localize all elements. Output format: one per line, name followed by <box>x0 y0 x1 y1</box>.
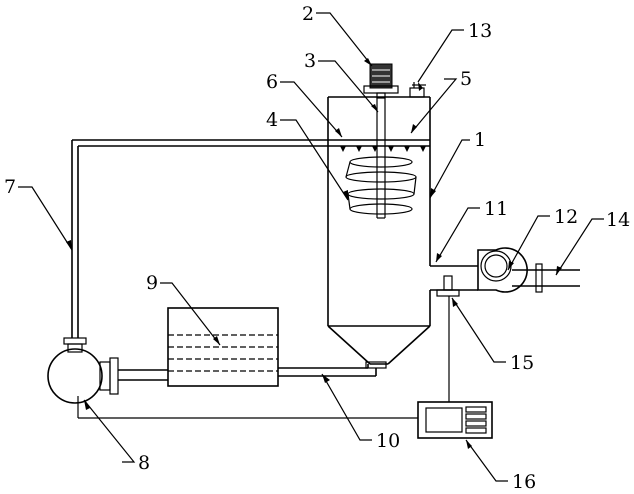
water-tank <box>167 307 279 387</box>
stirring-motor <box>363 63 399 99</box>
label-12: 12 <box>554 206 578 228</box>
label-14: 14 <box>606 209 630 231</box>
outlet-pipe <box>430 265 478 291</box>
label-9: 9 <box>146 272 158 294</box>
label-7: 7 <box>4 176 16 198</box>
controller <box>417 401 493 439</box>
label-16: 16 <box>512 471 536 493</box>
exhaust-pipe <box>512 263 580 293</box>
spray-nozzles <box>340 146 426 152</box>
label-6: 6 <box>266 71 278 93</box>
label-13: 13 <box>468 20 492 42</box>
label-8: 8 <box>138 452 150 474</box>
spray-pipe <box>71 139 430 338</box>
leader-lines <box>18 12 604 482</box>
label-2: 2 <box>302 3 314 25</box>
label-1: 1 <box>474 129 486 151</box>
label-10: 10 <box>376 430 400 452</box>
label-11: 11 <box>484 198 508 220</box>
label-5: 5 <box>460 68 472 90</box>
circulating-pump <box>47 337 119 404</box>
return-pipe <box>278 364 377 377</box>
sensor <box>436 275 460 297</box>
label-15: 15 <box>510 352 534 374</box>
stirring-shaft <box>376 98 386 219</box>
vent-valve <box>409 82 426 98</box>
signal-wires <box>77 296 450 419</box>
spiral-blade <box>345 156 417 215</box>
pump-tank-pipe <box>118 369 168 381</box>
number-labels: 1 2 3 4 5 6 7 8 9 10 11 12 13 14 15 16 <box>4 3 630 493</box>
tower-body <box>327 96 431 369</box>
label-4: 4 <box>266 109 278 131</box>
label-3: 3 <box>304 50 316 72</box>
leader-arrowheads <box>66 58 562 449</box>
